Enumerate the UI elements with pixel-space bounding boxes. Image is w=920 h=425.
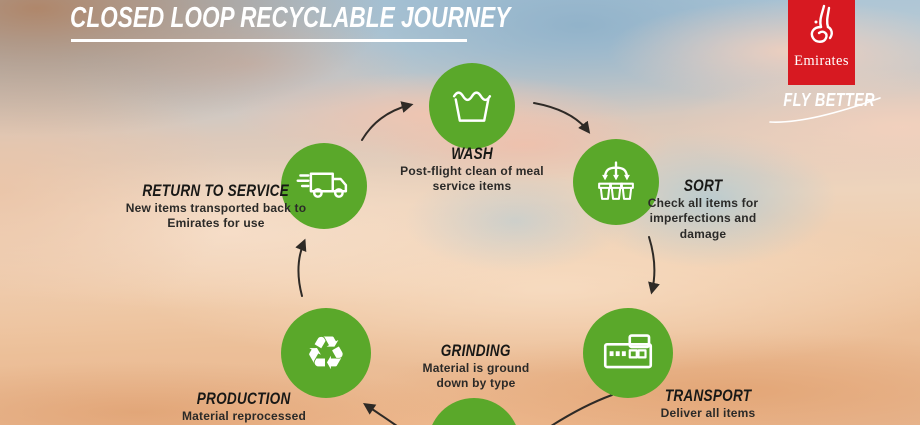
page-title-text: CLOSED LOOP RECYCLABLE JOURNEY — [70, 2, 511, 34]
arrow-production-to-return — [295, 238, 307, 297]
production-circle: ♻ — [281, 308, 371, 398]
emirates-wordmark: Emirates — [794, 53, 849, 69]
step-label: PRODUCTION — [197, 389, 291, 408]
step-description: Deliver all items — [660, 406, 756, 420]
emirates-arabic-calligraphy-icon — [810, 4, 833, 43]
step-description: Post-flight clean of meal service items — [400, 164, 544, 194]
page-title: CLOSED LOOP RECYCLABLE JOURNEY — [70, 2, 510, 35]
step-sort: SORT Check all items for imperfections a… — [633, 176, 773, 242]
transport-circle — [583, 308, 673, 398]
transport-facility-icon — [603, 334, 653, 369]
arrow-transport-to-grinding — [550, 394, 613, 425]
step-wash: WASH Post-flight clean of meal service i… — [392, 144, 552, 195]
wash-basin-icon — [452, 91, 492, 122]
return-to-service-circle — [281, 143, 367, 229]
sort-bins-icon — [598, 161, 634, 200]
emirates-logo: Emirates — [788, 0, 855, 85]
arrow-sort-to-transport — [648, 236, 660, 295]
step-production: PRODUCTION Material reprocessed — [154, 389, 334, 424]
grinding-circle — [428, 398, 520, 425]
step-description: New items transported back to Emirates f… — [125, 201, 307, 231]
sort-circle — [573, 139, 659, 225]
step-return-to-service: RETURN TO SERVICE New items transported … — [116, 181, 316, 232]
step-description: Material reprocessed — [181, 409, 307, 423]
recycle-icon: ♻ — [305, 326, 347, 380]
step-label: SORT — [683, 176, 723, 195]
title-underline — [71, 39, 467, 42]
step-label: WASH — [451, 144, 493, 163]
step-description: Material is ground down by type — [422, 361, 530, 391]
fly-better-tagline: FLY BETTER — [783, 90, 875, 110]
step-label: TRANSPORT — [664, 386, 752, 405]
step-label: GRINDING — [441, 341, 511, 360]
arrow-grinding-to-production — [363, 403, 398, 425]
step-description: Check all items for imperfections and da… — [647, 196, 759, 241]
step-label: RETURN TO SERVICE — [142, 181, 290, 200]
fly-better-swoosh-icon — [769, 97, 881, 123]
step-grinding: GRINDING Material is ground down by type — [396, 341, 556, 392]
arrow-wash-to-sort — [533, 102, 591, 134]
arrow-return-to-wash — [361, 101, 414, 141]
step-transport: TRANSPORT Deliver all items — [633, 386, 783, 421]
delivery-truck-icon — [296, 172, 348, 198]
wash-circle — [429, 63, 515, 149]
